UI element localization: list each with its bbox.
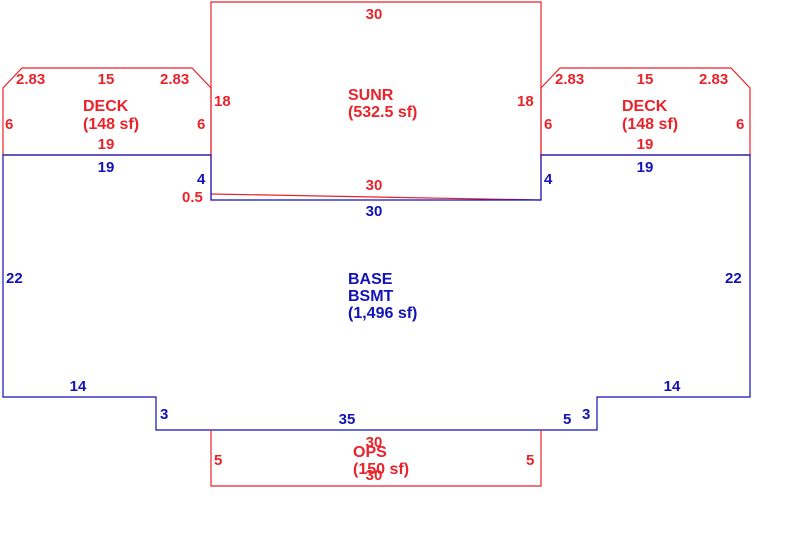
sunroom-bottom-dimension: 30 bbox=[366, 177, 383, 194]
basement-bottom-right-dimension: 14 bbox=[664, 378, 681, 395]
ops-left-dimension: 5 bbox=[214, 452, 222, 469]
left-deck-left-dimension: 6 bbox=[5, 116, 13, 133]
basement-bottom-left-dimension: 14 bbox=[70, 378, 87, 395]
sunroom-right-dimension: 18 bbox=[517, 93, 534, 110]
left-deck-right-dimension: 6 bbox=[197, 116, 205, 133]
ops-right-dimension: 5 bbox=[526, 452, 534, 469]
basement-bottom-small-dimension: 5 bbox=[563, 411, 571, 428]
sunroom-offset-dimension: 0.5 bbox=[182, 189, 203, 206]
basement-name-line1: BASE bbox=[348, 271, 393, 288]
ops-outline bbox=[210, 430, 542, 487]
sunroom-name: SUNR bbox=[348, 87, 394, 104]
ops-bottom-dimension: 30 bbox=[366, 467, 383, 484]
sunroom-slope-line bbox=[210, 193, 542, 201]
left-deck-name: DECK bbox=[83, 98, 129, 115]
basement-step-left-dimension: 3 bbox=[160, 406, 168, 423]
right-deck-name: DECK bbox=[622, 98, 668, 115]
right-deck-top-left-dimension: 2.83 bbox=[555, 71, 584, 88]
right-deck-top-dimension: 15 bbox=[637, 71, 654, 88]
basement-top-left-dimension: 19 bbox=[98, 159, 115, 176]
left-deck-top-right-dimension: 2.83 bbox=[160, 71, 189, 88]
basement-left-dimension: 22 bbox=[6, 270, 23, 287]
sunroom-left-dimension: 18 bbox=[214, 93, 231, 110]
basement-outline bbox=[2, 154, 751, 431]
sunroom-area: (532.5 sf) bbox=[348, 104, 417, 121]
basement-notch-bottom-dimension: 30 bbox=[366, 203, 383, 220]
left-deck-top-left-dimension: 2.83 bbox=[16, 71, 45, 88]
right-deck-top-right-dimension: 2.83 bbox=[699, 71, 728, 88]
basement-notch-left-dimension: 4 bbox=[197, 171, 206, 188]
basement-area: (1,496 sf) bbox=[348, 305, 417, 322]
left-deck-area: (148 sf) bbox=[83, 116, 139, 133]
basement-top-right-dimension: 19 bbox=[637, 159, 654, 176]
right-deck-bottom-dimension: 19 bbox=[637, 136, 654, 153]
sunroom-top-dimension: 30 bbox=[366, 6, 383, 23]
basement-right-dimension: 22 bbox=[725, 270, 742, 287]
left-deck-bottom-dimension: 19 bbox=[98, 136, 115, 153]
basement-bottom-dimension: 35 bbox=[339, 411, 356, 428]
ops-name: OPS bbox=[353, 444, 387, 461]
right-deck-right-dimension: 6 bbox=[736, 116, 744, 133]
ops-area: (150 sf) bbox=[353, 461, 409, 478]
right-deck-left-dimension: 6 bbox=[544, 116, 552, 133]
basement-notch-right-dimension: 4 bbox=[544, 171, 553, 188]
ops-top-dimension: 30 bbox=[366, 434, 383, 451]
right-deck-area: (148 sf) bbox=[622, 116, 678, 133]
left-deck-top-dimension: 15 bbox=[98, 71, 115, 88]
basement-name-line2: BSMT bbox=[348, 288, 394, 305]
basement-step-right-dimension: 3 bbox=[582, 406, 590, 423]
